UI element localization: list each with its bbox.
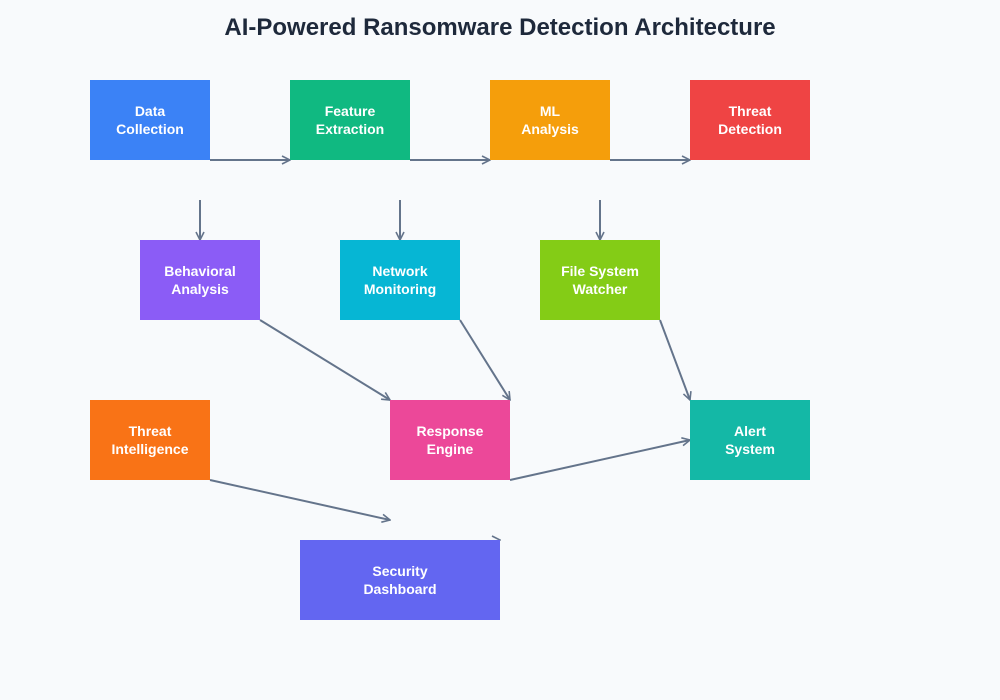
node-label-line: ML	[539, 103, 561, 119]
node-label-line: Response	[416, 423, 484, 439]
node-label-line: Collection	[116, 121, 184, 137]
node-label-line: Threat	[128, 423, 172, 439]
edge-network-monitoring-to-response-engine	[459, 319, 510, 400]
edge-response-engine-to-alert-system	[509, 440, 690, 481]
node-label-line: Engine	[426, 441, 474, 457]
node-label-line: Analysis	[521, 121, 579, 137]
node-label-line: Dashboard	[363, 581, 437, 597]
node-label-line: File System	[561, 263, 639, 279]
node-label-line: Security	[372, 563, 428, 579]
node-label-line: Detection	[718, 121, 782, 137]
node-label-line: Intelligence	[111, 441, 189, 457]
edge-threat-intelligence-to-security-dashboard	[209, 479, 390, 520]
edge-behavioral-analysis-to-response-engine	[259, 319, 390, 400]
node-label-line: Data	[134, 103, 166, 119]
node-label-line: Feature	[324, 103, 376, 119]
node-label-line: Alert	[734, 423, 766, 439]
node-label-line: System	[725, 441, 775, 457]
node-label-line: Watcher	[572, 281, 628, 297]
diagram-title: AI-Powered Ransomware Detection Architec…	[224, 14, 776, 41]
node-label-line: Monitoring	[363, 281, 437, 297]
node-label-line: Analysis	[171, 281, 229, 297]
node-label-line: Behavioral	[164, 263, 236, 279]
node-label-line: Threat	[728, 103, 772, 119]
node-label-line: Network	[372, 263, 428, 279]
node-ml-analysis: ML Analysis	[490, 80, 610, 160]
edge-file-system-watcher-to-alert-system	[659, 319, 690, 400]
node-label-line: Extraction	[315, 121, 385, 137]
